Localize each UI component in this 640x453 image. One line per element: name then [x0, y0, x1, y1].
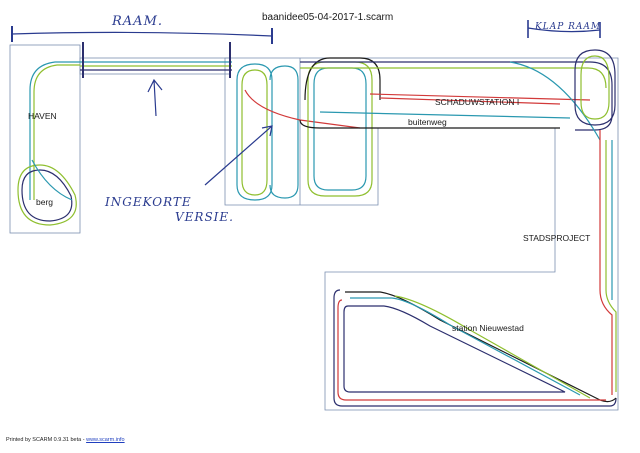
label-schaduwstation: SCHADUWSTATION I — [435, 97, 520, 107]
schaduw-track-red1 — [369, 93, 591, 101]
top-track-navy — [300, 61, 613, 131]
hand-klapraam: KLAP RAAM — [535, 22, 602, 32]
lower-loop-inner-navy — [343, 305, 566, 393]
lower-loop-black — [345, 291, 617, 403]
hand-annotations — [11, 20, 601, 186]
left-loop-green — [241, 69, 268, 196]
hand-ingekorte: INGEKORTE — [105, 195, 192, 209]
right-loop-green — [580, 55, 610, 120]
pointer-arrow — [204, 125, 273, 186]
top-track-green — [300, 67, 607, 89]
mid-loop-teal — [269, 65, 299, 199]
label-berg: berg — [36, 197, 54, 207]
raam-dimension-line — [11, 31, 273, 37]
footer-url-link[interactable]: www.scarm.info — [86, 437, 125, 443]
lower-loop-navy — [333, 289, 617, 407]
berg-loop-green — [17, 164, 77, 226]
right-loop-navy — [574, 49, 616, 126]
left-loop-teal — [236, 63, 273, 201]
print-footer: Printed by SCARM 0.9.31 beta - www.scarm… — [6, 437, 125, 443]
baseboard-outlines — [9, 44, 619, 411]
hand-raam: RAAM. — [112, 14, 164, 29]
haven-branch-teal — [31, 159, 73, 201]
footer-printed-by: Printed by SCARM 0.9.31 beta - — [6, 437, 87, 443]
center-loop-black — [304, 57, 381, 101]
hand-versie: VERSIE. — [175, 210, 234, 224]
baseboard-haven — [9, 44, 81, 234]
mid-loop-red — [244, 89, 361, 129]
schaduw-track-black — [299, 119, 560, 129]
right-descent-green — [605, 140, 617, 392]
baseboard-main — [224, 57, 619, 411]
label-haven: HAVEN — [28, 111, 57, 121]
center-loop-green — [307, 61, 373, 197]
haven-track-teal — [29, 61, 80, 200]
bridge-tracks — [80, 42, 232, 78]
klapraam-dimension — [527, 27, 601, 33]
lower-loop-teal — [350, 297, 581, 396]
schaduw-track-red2 — [379, 97, 561, 105]
label-stadsproject: STADSPROJECT — [523, 233, 591, 243]
haven-track-green — [33, 64, 80, 200]
lower-loop-green — [394, 295, 591, 399]
haven-tracks — [17, 61, 80, 226]
center-loop-teal — [313, 67, 367, 191]
up-arrow — [147, 78, 163, 117]
right-descent-red — [599, 130, 613, 395]
label-station-nieuwestad: station Nieuwestad — [452, 323, 524, 333]
berg-loop-navy — [21, 169, 73, 222]
lower-loop-red — [337, 299, 606, 401]
label-buitenweg: buitenweg — [408, 117, 447, 127]
document-filename: baanidee05-04-2017-1.scarm — [262, 12, 394, 23]
schaduw-track-teal — [319, 111, 571, 119]
main-tracks — [236, 49, 617, 407]
